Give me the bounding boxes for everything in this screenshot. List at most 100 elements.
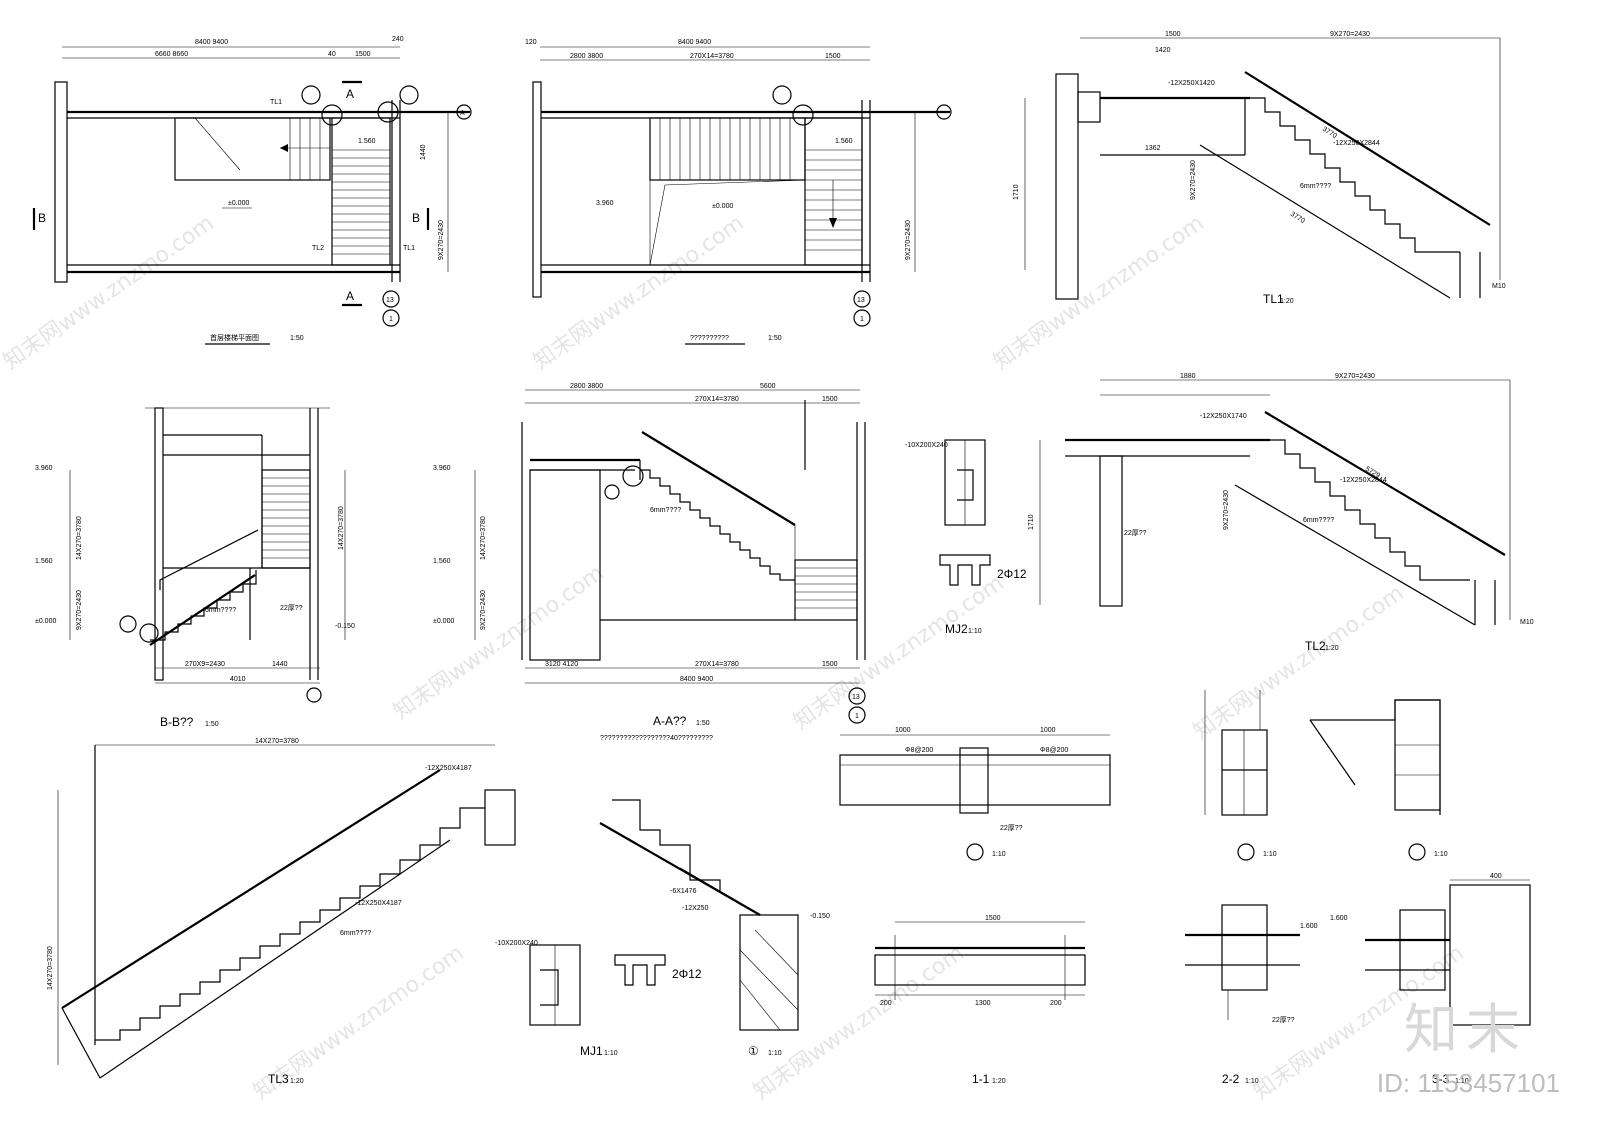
dim-text: 200 [1050,1000,1062,1007]
section-3-3: 400 1.600 3-3 1:10 [1330,873,1531,1086]
plate-label: -12X250X1420 [1168,80,1215,87]
drawing-title: MJ1 [580,1044,603,1058]
drawing-scale: 1:20 [1280,298,1294,305]
drawing-scale: 1:50 [768,335,782,342]
dim-text: 9X270=2430 [1190,160,1197,200]
section-1-1: 1500 200 1300 200 1-1 1:20 [874,915,1086,1086]
level-text: 1.560 [35,558,53,565]
level-text: ±0.000 [35,618,56,625]
dim-text: 2800 3800 [570,383,603,390]
dim-text: 1440 [420,144,427,160]
rebar-label: Φ8@200 [905,747,933,754]
dim-text: 14X270=3780 [47,946,54,990]
dim-text: 270X14=3780 [695,661,739,668]
drawing-scale: 1:50 [696,720,710,727]
detail-2: 1000 1000 Φ8@200 Φ8@200 22厚?? 1:10 [839,727,1111,861]
dim-text: 400 [1490,873,1502,880]
tl2-stringer-detail: 1880 9X270=2430 -12X250X1740 -12X250X284… [1028,373,1534,653]
level-text: ±0.000 [433,618,454,625]
section-mark-a: A [346,87,354,101]
axis-label: 13 [857,297,865,304]
dim-text: M10 [1520,619,1534,626]
watermark-text: 知末网www.znzmo.com [989,211,1209,375]
dim-text: 9X270=2430 [1223,490,1230,530]
tl3-stringer-detail: 14X270=3780 -12X250X4187 6mm???? -12X250… [47,738,516,1086]
drawing-scale: 1:20 [992,1078,1006,1085]
plate-label: -6X1476 [670,888,697,895]
dim-text: 1000 [1040,727,1056,734]
drawing-scale: 1:10 [1245,1078,1259,1085]
dim-text: 270X14=3780 [690,53,734,60]
level-text: -0.150 [810,913,830,920]
note-text: 6mm???? [205,607,236,614]
plan-upper-floor: 8400 9400 120 2800 3800 270X14=3780 1500 [525,39,952,345]
dim-text: 1500 [985,915,1001,922]
axis-label: 13 [852,694,860,701]
dim-text: 1362 [1145,145,1161,152]
drawing-scale: 1:10 [1434,851,1448,858]
drawing-scale: 1:10 [1455,1078,1469,1085]
dim-text: 8400 9400 [678,39,711,46]
dim-text: 1500 [825,53,841,60]
drawing-title: TL2 [1305,639,1326,653]
image-id-label: ID: 1153457101 [1376,1068,1560,1098]
dim-text: 2800 3800 [570,53,603,60]
axis-label: 1 [855,713,859,720]
note-text: 6mm???? [340,930,371,937]
drawing-title: ① [748,1044,759,1058]
mj2-detail: -10X200X240 2Φ12 MJ2 1:10 [905,439,1027,636]
brand-logo: 知末 [1404,998,1528,1061]
dim-text: 1440 [272,661,288,668]
tl-label: TL1 [270,99,282,106]
level-text: 3.960 [433,465,451,472]
drawing-scale: 1:20 [1325,645,1339,652]
level-text: 3.960 [35,465,53,472]
axis-label: A [460,110,465,117]
note-text: 6mm???? [1303,517,1334,524]
dim-text: 240 [392,36,404,43]
dim-text: 1500 [355,51,371,58]
dim-text: 270X14=3780 [695,396,739,403]
dim-text: 1710 [1013,184,1020,200]
dim-text: 4010 [230,676,246,683]
plate-label: -12X250X4187 [425,765,472,772]
watermark-text: 知末网www.znzmo.com [789,571,1009,735]
drawing-title: MJ2 [945,622,968,636]
dim-text: 1880 [1180,373,1196,380]
dim-text: 5600 [760,383,776,390]
drawing-scale: 1:20 [290,1078,304,1085]
bar-label: 2Φ12 [997,567,1027,581]
dim-text: 9X270=2430 [1330,31,1370,38]
drawing-title: A-A?? [653,714,687,728]
plate-label: -12X250X1740 [1200,413,1247,420]
dim-text: 1500 [822,396,838,403]
level-text: 1.560 [835,138,853,145]
drawing-title: 1-1 [972,1072,990,1086]
plate-label: -12X250 [682,905,709,912]
dim-text: 14X270=3780 [255,738,299,745]
section-2-2: 22厚?? 1.600 2-2 1:10 [1185,904,1318,1086]
drawing-title: B-B?? [160,715,194,729]
section-mark-b: B [38,211,46,225]
dim-text: 3770 [1289,211,1306,225]
watermark-text: 知末网www.znzmo.com [749,941,969,1105]
note-text: 22厚?? [1000,824,1023,832]
note-text: 6mm???? [1300,183,1331,190]
dim-text: 1500 [822,661,838,668]
drawing-title: TL3 [268,1072,289,1086]
watermark-text: 知末网www.znzmo.com [389,561,609,725]
rebar-label: Φ8@200 [1040,747,1068,754]
drawing-title: 3-3 [1432,1072,1450,1086]
axis-label: 1 [389,316,393,323]
dim-text: 1300 [975,1000,991,1007]
drawing-scale: 1:50 [205,721,219,728]
dim-text: 14X270=3780 [480,516,487,560]
note-text: 22厚?? [280,604,303,612]
section-mark-b: B [412,211,420,225]
mj1-detail: -10X200X240 2Φ12 MJ1 1:10 [495,940,702,1058]
level-text: ±0.000 [228,200,249,207]
dim-text: 1420 [1155,47,1171,54]
detail-3: 1:10 [1204,690,1277,861]
level-text: ±0.000 [712,203,733,210]
dim-text: 270X9=2430 [185,661,225,668]
